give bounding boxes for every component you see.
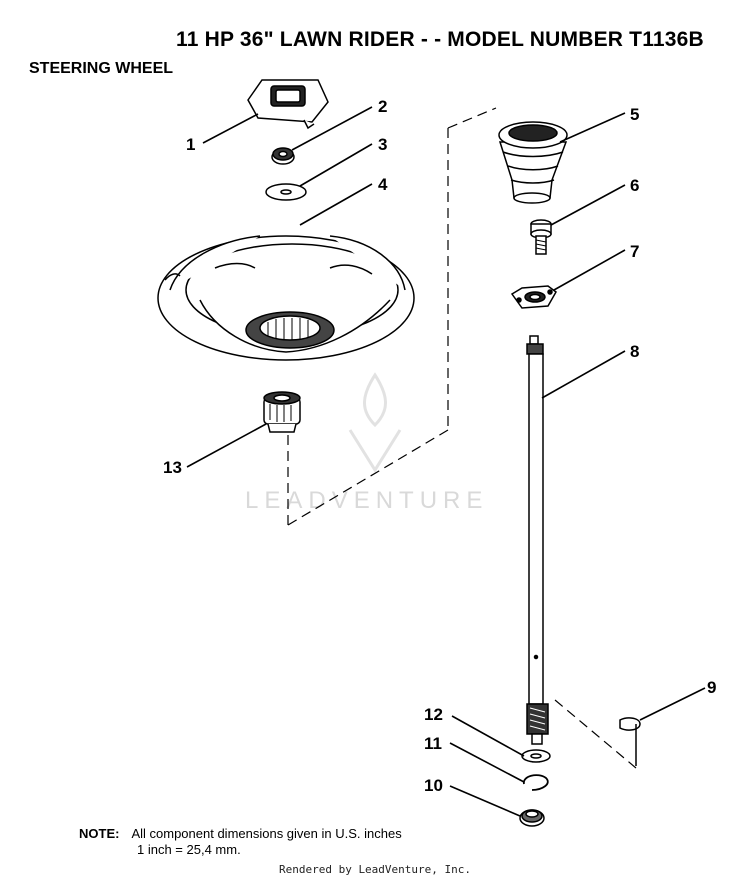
page-title: 11 HP 36" LAWN RIDER - - MODEL NUMBER T1… — [176, 28, 704, 51]
note-line-1: All component dimensions given in U.S. i… — [131, 826, 402, 841]
part-9-shaft-end — [619, 717, 641, 766]
callout-13: 13 — [163, 458, 182, 477]
dimensions-note: NOTE: All component dimensions given in U… — [79, 826, 402, 858]
callout-10: 10 — [424, 776, 443, 795]
part-4-steering-wheel — [157, 235, 415, 361]
callout-6: 6 — [630, 176, 639, 195]
part-12-washer — [521, 749, 551, 763]
footer-credit: Rendered by LeadVenture, Inc. — [278, 863, 472, 876]
callout-4: 4 — [378, 175, 388, 194]
part-1-center-cap — [247, 79, 329, 130]
part-6-bolt — [530, 219, 552, 255]
part-2-nut — [271, 147, 295, 165]
part-13-hub-adapter — [263, 391, 301, 433]
leader-lines — [186, 106, 706, 817]
callout-2: 2 — [378, 97, 387, 116]
callout-8: 8 — [630, 342, 639, 361]
assembly-dashed-lines — [287, 107, 637, 769]
part-7-flange-bearing — [510, 285, 557, 309]
part-10-cap-nut — [519, 809, 545, 827]
part-11-retaining-ring — [523, 774, 549, 791]
callout-9: 9 — [707, 678, 716, 697]
part-3-washer — [265, 183, 307, 201]
callout-12: 12 — [424, 705, 443, 724]
watermark-text: LEADVENTURE — [245, 487, 489, 514]
part-5-column-boot — [498, 121, 568, 204]
watermark-logo — [348, 372, 402, 473]
callout-3: 3 — [378, 135, 387, 154]
note-line-2: 1 inch = 25,4 mm. — [137, 842, 241, 857]
note-label: NOTE: — [79, 826, 120, 841]
callout-11: 11 — [424, 734, 442, 753]
callout-5: 5 — [630, 105, 639, 124]
part-8-steering-shaft — [526, 335, 549, 745]
callout-7: 7 — [630, 242, 639, 261]
section-title: STEERING WHEEL — [29, 60, 174, 77]
callout-1: 1 — [186, 135, 195, 154]
